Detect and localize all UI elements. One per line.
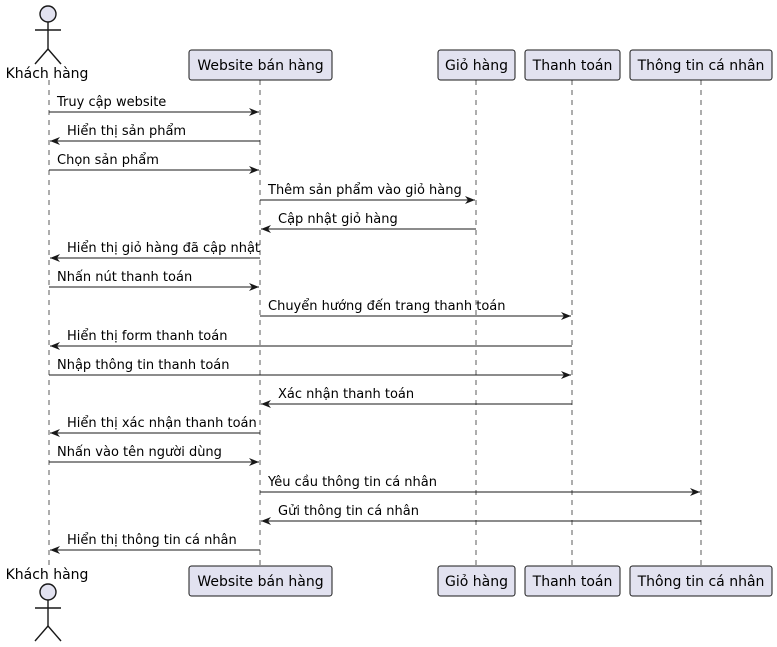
participant-profile-top: Thông tin cá nhân	[629, 49, 773, 81]
participant-cart-bottom: Giỏ hàng	[437, 565, 516, 597]
message-label: Yêu cầu thông tin cá nhân	[267, 475, 437, 490]
message-label: Chọn sản phẩm	[57, 153, 159, 168]
message-label: Chuyển hướng đến trang thanh toán	[268, 299, 506, 314]
message-6: Hiển thị giỏ hàng đã cập nhật	[50, 241, 260, 262]
message-label: Nhấn vào tên người dùng	[57, 445, 222, 460]
message-8: Chuyển hướng đến trang thanh toán	[260, 299, 571, 320]
participant-payment-top: Thanh toán	[524, 49, 621, 81]
participant-profile-label: Thông tin cá nhân	[637, 58, 765, 74]
message-1: Truy cập website	[49, 95, 259, 116]
participant-payment-label: Thanh toán	[532, 58, 613, 74]
participant-profile-label: Thông tin cá nhân	[637, 574, 765, 590]
message-5: Cập nhật giỏ hàng	[261, 212, 476, 233]
message-label: Nhập thông tin thanh toán	[57, 358, 229, 373]
message-4: Thêm sản phẩm vào giỏ hàng	[260, 183, 475, 204]
participant-profile-bottom: Thông tin cá nhân	[629, 565, 773, 597]
actor-customer-label: Khách hàng	[6, 567, 89, 583]
message-label: Nhấn nút thanh toán	[57, 270, 192, 285]
message-14: Yêu cầu thông tin cá nhân	[260, 475, 700, 496]
actor-customer-bottom: Khách hàng	[6, 567, 89, 642]
actor-head-icon	[39, 5, 57, 23]
message-3: Chọn sản phẩm	[49, 153, 259, 174]
message-10: Nhập thông tin thanh toán	[49, 358, 571, 379]
message-16: Hiển thị thông tin cá nhân	[50, 533, 260, 554]
message-label: Hiển thị thông tin cá nhân	[67, 533, 237, 548]
participant-website-label: Website bán hàng	[197, 574, 323, 590]
actor-customer-top: Khách hàng	[6, 5, 89, 82]
participant-payment-bottom: Thanh toán	[524, 565, 621, 597]
message-label: Gửi thông tin cá nhân	[278, 504, 419, 519]
message-label: Hiển thị form thanh toán	[67, 329, 227, 344]
message-label: Hiển thị sản phẩm	[67, 124, 186, 139]
message-label: Cập nhật giỏ hàng	[278, 212, 398, 227]
participant-website-label: Website bán hàng	[197, 58, 323, 74]
message-7: Nhấn nút thanh toán	[49, 270, 259, 291]
actor-head-icon	[39, 583, 57, 601]
message-label: Xác nhận thanh toán	[278, 387, 414, 402]
participant-website-bottom: Website bán hàng	[188, 565, 333, 597]
message-label: Thêm sản phẩm vào giỏ hàng	[267, 183, 462, 198]
message-label: Truy cập website	[56, 95, 166, 110]
participant-payment-label: Thanh toán	[532, 574, 613, 590]
participant-cart-label: Giỏ hàng	[445, 574, 508, 590]
message-13: Nhấn vào tên người dùng	[49, 445, 259, 466]
message-12: Hiển thị xác nhận thanh toán	[50, 416, 260, 437]
participant-website-top: Website bán hàng	[188, 49, 333, 81]
message-15: Gửi thông tin cá nhân	[261, 504, 701, 525]
message-label: Hiển thị xác nhận thanh toán	[67, 416, 257, 431]
message-2: Hiển thị sản phẩm	[50, 124, 260, 145]
message-label: Hiển thị giỏ hàng đã cập nhật	[67, 241, 260, 256]
message-11: Xác nhận thanh toán	[261, 387, 572, 408]
actor-customer-label: Khách hàng	[6, 66, 89, 82]
participant-cart-top: Giỏ hàng	[437, 49, 516, 81]
participant-cart-label: Giỏ hàng	[445, 58, 508, 74]
message-9: Hiển thị form thanh toán	[50, 329, 572, 350]
